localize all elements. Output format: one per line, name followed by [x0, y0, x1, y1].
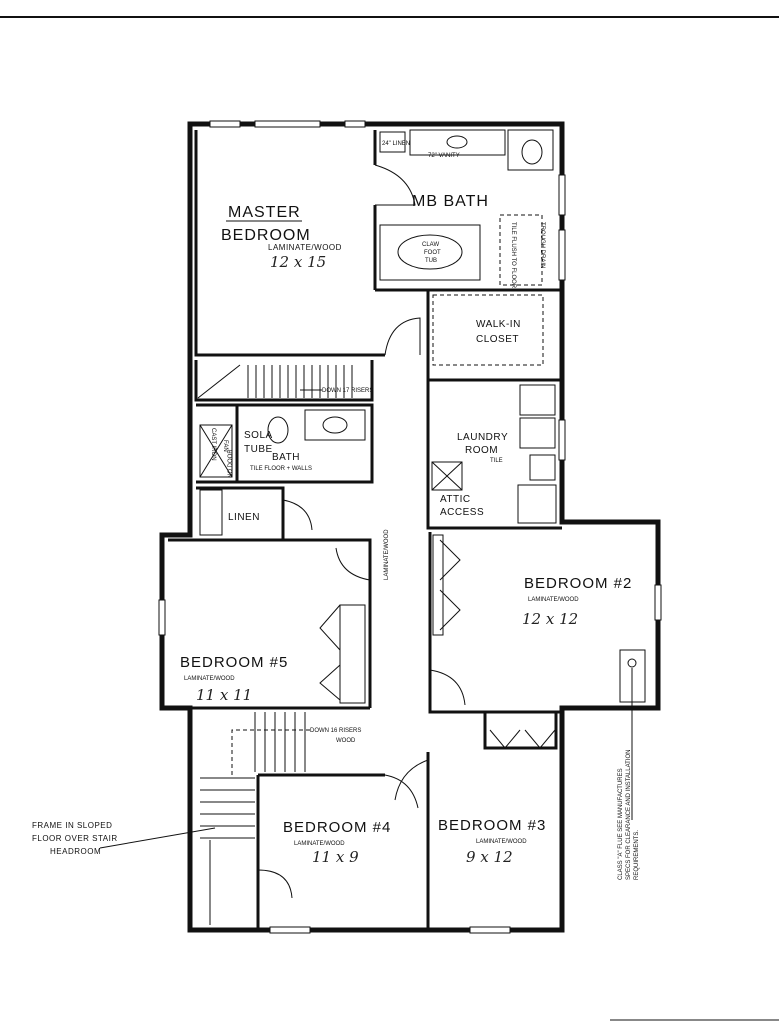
- lower-stair-label-2: WOOD: [336, 738, 356, 744]
- trough-drain: TROUGH DRAIN: [539, 222, 545, 268]
- frame-note-1: FRAME IN SLOPED: [32, 821, 112, 830]
- bed4-size: 11 x 9: [312, 848, 359, 866]
- windows: [158, 120, 662, 934]
- attic-2: ACCESS: [440, 507, 484, 518]
- mb-vanity: 72" VANITY: [428, 153, 460, 159]
- laundry-2: ROOM: [465, 445, 498, 456]
- hall-floor: LAMINATE/WOOD: [384, 529, 390, 580]
- bath-name: BATH: [272, 452, 300, 463]
- bath-floor: TILE FLOOR + WALLS: [250, 466, 312, 472]
- bed5-name: BEDROOM #5: [180, 654, 288, 671]
- laundry-1: LAUNDRY: [457, 432, 508, 443]
- bed2-floor: LAMINATE/WOOD: [528, 597, 579, 603]
- mb-linen: 24" LINEN: [382, 141, 410, 147]
- mb-bath-name: MB BATH: [412, 193, 489, 210]
- flue-note-3: REQUIREMENTS.: [634, 830, 640, 880]
- door-swings: [257, 164, 466, 899]
- upper-stairs: [197, 364, 353, 399]
- tile-flush: TILE FLUSH TO FLOOR: [510, 222, 516, 289]
- lower-stairs: [200, 712, 310, 925]
- frame-note-2: FLOOR OVER STAIR: [32, 834, 118, 843]
- sola-2: TUBE: [244, 444, 273, 455]
- frame-leader: [99, 827, 216, 849]
- bed4-name: BEDROOM #4: [283, 819, 391, 836]
- bed2-name: BEDROOM #2: [524, 575, 632, 592]
- bed3-size: 9 x 12: [466, 848, 513, 866]
- fixtures: [199, 129, 646, 703]
- walk-in-2: CLOSET: [476, 334, 519, 345]
- fan: FAN: [222, 440, 228, 452]
- master-floor: LAMINATE/WOOD: [268, 243, 342, 252]
- exterior-wall: [159, 121, 661, 933]
- lower-stair-label-1: DOWN 16 RISERS: [310, 728, 361, 734]
- bed5-size: 11 x 11: [196, 686, 252, 704]
- master-size: 12 x 15: [270, 253, 326, 271]
- attic-1: ATTIC: [440, 494, 471, 505]
- linen-name: LINEN: [228, 512, 260, 523]
- tub-1: CLAW: [422, 242, 439, 248]
- upper-stair-label: DOWN 17 RISERS: [322, 388, 373, 394]
- cast-iron: CAST IRON: [210, 428, 216, 461]
- no-door: NO DOOR: [228, 449, 234, 478]
- bed3-floor: LAMINATE/WOOD: [476, 839, 527, 845]
- flue-note-2: SPECS FOR CLEARANCE AND INSTALLATION: [626, 750, 632, 880]
- walk-in-1: WALK-IN: [476, 319, 521, 330]
- laundry-floor: TILE: [490, 458, 503, 464]
- sola-1: SOLA: [244, 430, 273, 441]
- flue-note-1: CLASS "A" FLUE SEE MANUFACTURES: [618, 768, 624, 880]
- tub-3: TUB: [425, 258, 437, 264]
- frame-note-3: HEADROOM: [50, 847, 101, 856]
- bed4-floor: LAMINATE/WOOD: [294, 841, 345, 847]
- bed2-size: 12 x 12: [522, 610, 578, 628]
- bed5-floor: LAMINATE/WOOD: [184, 676, 235, 682]
- bed3-name: BEDROOM #3: [438, 817, 546, 834]
- closet-doors: [319, 534, 556, 749]
- interior-walls: [168, 130, 562, 930]
- master-name-2: BEDROOM: [221, 227, 311, 244]
- tub-2: FOOT: [424, 250, 441, 256]
- master-name-1: MASTER: [228, 204, 301, 221]
